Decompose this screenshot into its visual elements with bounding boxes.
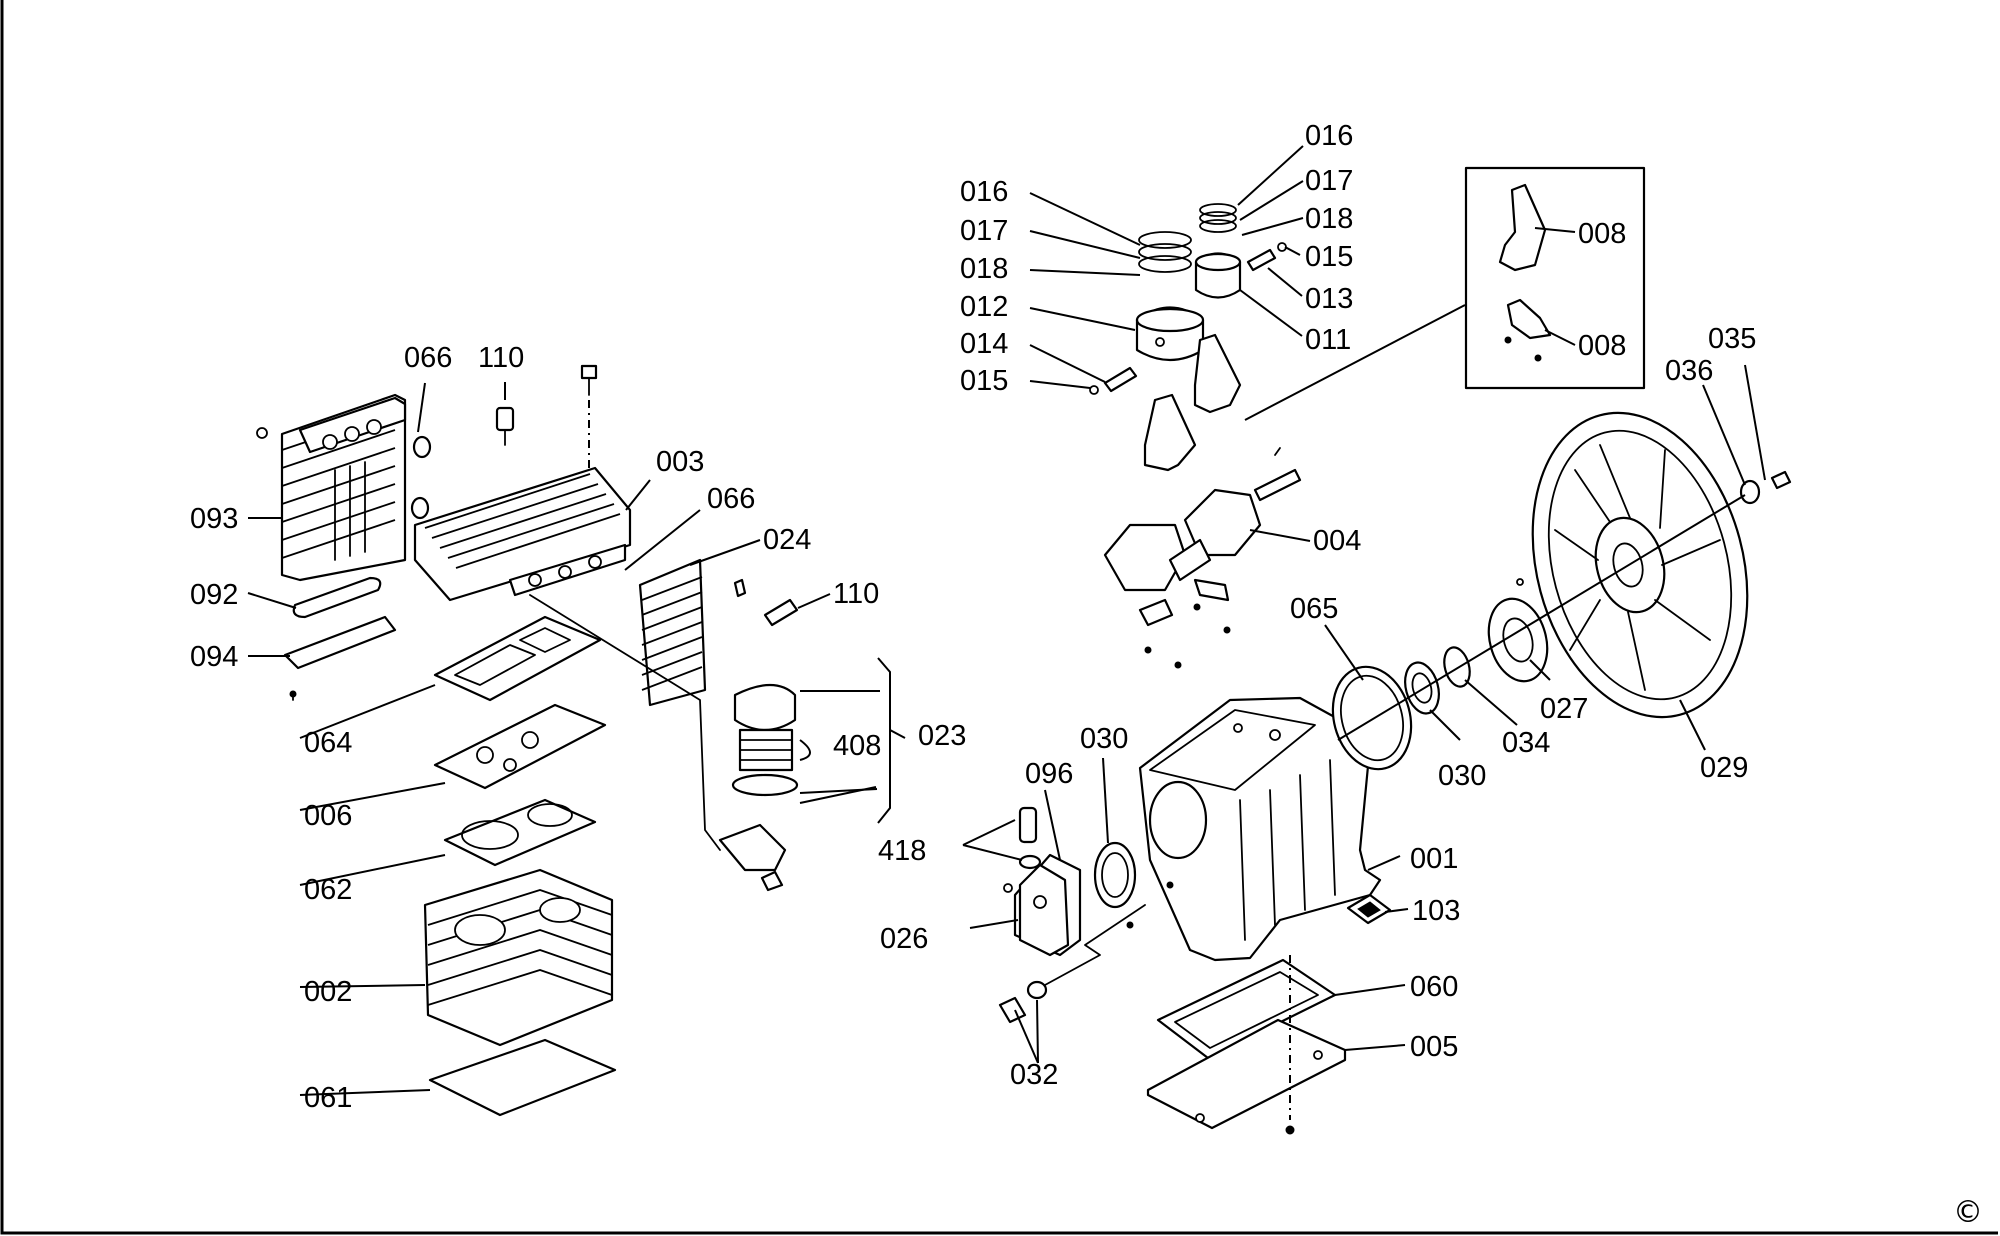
label-103: 103 [1412, 895, 1460, 927]
label-092: 092 [190, 579, 238, 611]
label-023: 023 [918, 720, 966, 752]
label-418: 418 [878, 835, 926, 867]
label-004: 004 [1313, 525, 1361, 557]
label-029: 029 [1700, 752, 1748, 784]
part-418-pin [1018, 806, 1042, 870]
label-030-right: 030 [1438, 760, 1486, 792]
label-066-mid: 066 [707, 483, 755, 515]
label-065: 065 [1290, 593, 1338, 625]
part-conrod-b [1193, 333, 1242, 414]
label-032: 032 [1010, 1059, 1058, 1091]
label-008-bottom: 008 [1578, 330, 1626, 362]
copyright-mark: © [1953, 1195, 1983, 1230]
label-026: 026 [880, 923, 928, 955]
label-110-top: 110 [478, 342, 524, 374]
part-003-cylinder-head [413, 466, 632, 602]
part-bolt-top [580, 364, 598, 470]
label-062: 062 [304, 874, 352, 906]
part-103-sight-glass [1346, 893, 1392, 925]
part-035-bolt [1770, 470, 1792, 490]
label-018-right: 018 [1305, 203, 1353, 235]
part-029-flywheel [1531, 411, 1749, 719]
part-092-gasket [292, 576, 382, 619]
label-110-right: 110 [833, 578, 879, 610]
part-066-oring-b [410, 496, 430, 520]
label-005: 005 [1410, 1031, 1458, 1063]
label-093: 093 [190, 503, 238, 535]
label-094: 094 [190, 641, 238, 673]
label-036: 036 [1665, 355, 1713, 387]
part-rings-small [1199, 203, 1237, 233]
label-018-left: 018 [960, 253, 1008, 285]
intake-line [529, 594, 721, 851]
label-012: 012 [960, 291, 1008, 323]
label-027: 027 [1540, 693, 1588, 725]
label-001: 001 [1410, 843, 1458, 875]
part-026-end-cover [1003, 863, 1070, 957]
label-096: 096 [1025, 758, 1073, 790]
label-017-right: 017 [1305, 165, 1353, 197]
part-030-bearing-left [1093, 841, 1137, 909]
label-002: 002 [304, 976, 352, 1008]
label-011: 011 [1305, 324, 1351, 356]
label-006: 006 [304, 800, 352, 832]
label-408: 408 [833, 730, 881, 762]
label-014: 014 [960, 328, 1008, 360]
part-066-oring-a [412, 435, 432, 459]
part-094-plate [283, 615, 397, 670]
part-024-manifold [638, 558, 707, 707]
part-110-plug-top [495, 406, 515, 446]
part-004-crankshaft [1103, 447, 1302, 592]
part-064-gasket [433, 615, 602, 702]
part-110-plug-right [733, 578, 799, 627]
label-061: 061 [304, 1082, 352, 1114]
part-005-base-cover [1146, 1018, 1347, 1130]
shaft-axis [1337, 494, 1746, 741]
part-015-clip-a [1277, 242, 1287, 252]
part-014-pin [1103, 366, 1138, 393]
part-elbow-plug [760, 870, 784, 892]
part-008-inset [1464, 166, 1646, 390]
part-labels: 016 017 018 015 013 011 016 017 018 012 … [190, 120, 1983, 1230]
part-011-piston-small [1194, 252, 1242, 299]
part-093-cooler-block [256, 393, 407, 582]
part-012-piston-large [1135, 306, 1205, 361]
label-015-right: 015 [1305, 241, 1353, 273]
part-elbow [718, 823, 787, 872]
part-062-gasket [443, 798, 597, 867]
label-016-left: 016 [960, 176, 1008, 208]
part-030-bearing-right [1404, 661, 1440, 715]
part-conrod-a [1143, 393, 1197, 472]
part-032-plug [998, 980, 1048, 1024]
part-crank-bolts [1138, 578, 1231, 669]
label-024: 024 [763, 524, 811, 556]
part-023-air-filter [731, 684, 799, 797]
label-035: 035 [1708, 323, 1756, 355]
label-064: 064 [304, 727, 352, 759]
label-030-left: 030 [1080, 723, 1128, 755]
label-003: 003 [656, 446, 704, 478]
label-017-left: 017 [960, 215, 1008, 247]
label-034: 034 [1502, 727, 1550, 759]
part-002-cylinder [423, 868, 614, 1047]
part-036-washer [1739, 479, 1761, 505]
part-006-valve-plate [433, 703, 607, 790]
label-060: 060 [1410, 971, 1458, 1003]
label-016-right: 016 [1305, 120, 1353, 152]
label-008-top: 008 [1578, 218, 1626, 250]
part-065-gasket [1331, 665, 1413, 771]
part-061-gasket [428, 1038, 617, 1117]
leader-lines [247, 145, 1766, 1096]
part-001-crankcase [1138, 696, 1382, 962]
part-034-seal [1443, 646, 1471, 688]
plug-line [1044, 904, 1146, 986]
part-015-clip-b [1089, 385, 1099, 395]
label-015-left: 015 [960, 365, 1008, 397]
part-rings-large [1138, 231, 1192, 273]
label-013: 013 [1305, 283, 1353, 315]
label-066-top: 066 [404, 342, 452, 374]
part-013-pin [1246, 248, 1277, 272]
